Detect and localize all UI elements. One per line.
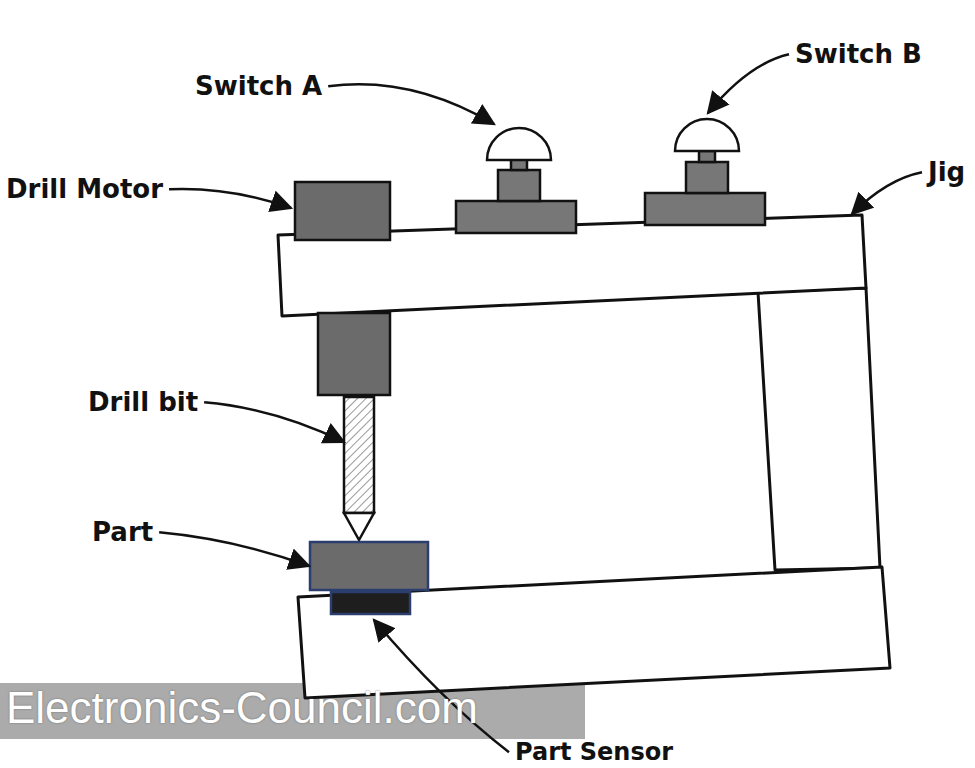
- leader-line: [159, 532, 309, 566]
- switch-b-stem: [686, 162, 728, 193]
- leader-line: [708, 54, 789, 113]
- jig-upright: [758, 288, 880, 570]
- leader-line: [328, 84, 494, 124]
- part-label: Part Sensor: [515, 739, 673, 765]
- switch-a-button: [487, 128, 551, 160]
- watermark-band: [0, 683, 585, 739]
- switch-a-stem: [498, 170, 540, 201]
- leader-line: [852, 172, 922, 214]
- watermark: Electronics-Council.com: [6, 684, 478, 732]
- part-label: Drill bit: [88, 388, 198, 417]
- part-sensor: [331, 592, 410, 614]
- part-label: Drill Motor: [6, 175, 163, 204]
- drill-tip: [344, 513, 374, 540]
- drill-motor: [295, 182, 390, 240]
- part-label: Part: [92, 518, 153, 547]
- part-label: Jig: [928, 158, 965, 187]
- part-label: Switch A: [195, 72, 322, 101]
- switch-a-base: [456, 201, 576, 233]
- drill-bit: [344, 397, 374, 513]
- switch-b-base: [645, 193, 765, 225]
- drill-chuck: [318, 313, 390, 395]
- part: [310, 542, 428, 590]
- leader-line: [204, 402, 344, 442]
- part-label: Switch B: [795, 40, 922, 69]
- switch-b-neck: [699, 151, 715, 162]
- switch-b-button: [675, 119, 739, 151]
- leader-line: [169, 189, 291, 208]
